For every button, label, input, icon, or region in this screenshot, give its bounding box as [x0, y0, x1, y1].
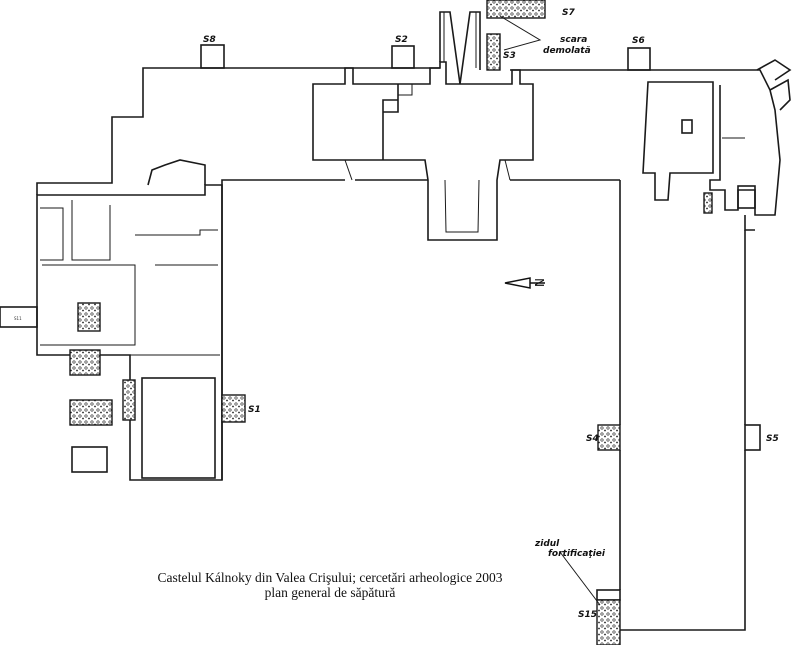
trench-west-s1a [69, 349, 101, 376]
north-arrow-icon: N [504, 277, 547, 289]
tiny-label: S11 [14, 316, 22, 321]
leader-scara [499, 15, 542, 51]
north-tower [439, 11, 481, 85]
trench-s3 [486, 33, 501, 71]
pier [681, 119, 693, 134]
label-s7: S7 [562, 8, 575, 18]
label-s1: S1 [248, 405, 261, 415]
inner-wall-north [221, 179, 345, 480]
leader-zidul [559, 551, 601, 606]
trench-s5 [744, 424, 761, 451]
west-room-walls [71, 200, 111, 261]
label-fortificatiei: fortificaţiei [548, 549, 606, 559]
west-room-walls [135, 229, 218, 236]
west-stair [122, 379, 136, 421]
label-s6: S6 [632, 36, 645, 46]
outer-wall-north [36, 67, 440, 195]
west-building [36, 184, 223, 481]
trench-s15-top [596, 589, 621, 601]
trench-west-s1c [71, 446, 108, 473]
label-demolata: demolată [543, 46, 591, 56]
label-s5: S5 [766, 434, 779, 444]
east-stair [703, 192, 713, 214]
east-building-large-room [642, 81, 714, 201]
trench-s15 [596, 599, 621, 645]
gate-inner-wall [383, 84, 413, 113]
east-tower-wing [756, 59, 792, 81]
label-zidul: zidul [534, 539, 560, 549]
label-scara: scara [560, 35, 587, 45]
buttress-line [344, 159, 353, 181]
west-room-walls [40, 207, 64, 261]
trench-s1 [221, 394, 246, 423]
west-room-walls [40, 264, 136, 346]
label-s2: S2 [395, 35, 408, 45]
east-annex-wall [744, 215, 755, 231]
west-hall [141, 377, 216, 479]
label-s15: S15 [578, 610, 597, 620]
trench-s2 [391, 45, 415, 69]
trench-s8 [200, 44, 225, 69]
label-s8: S8 [203, 35, 216, 45]
trench-s7 [486, 0, 546, 19]
buttress-line [504, 159, 511, 181]
label-s3: S3 [503, 51, 516, 61]
caption-subtitle: plan general de săpătură [264, 585, 396, 600]
fortification-wall-outer-south [620, 450, 746, 631]
caption-title: Castelul Kálnoky din Valea Crişului; cer… [157, 570, 503, 585]
east-annex [737, 185, 756, 209]
label-s4: S4 [586, 434, 599, 444]
west-stair-tower [147, 159, 206, 186]
trench-west-inner [77, 302, 101, 332]
trench-s4 [597, 424, 621, 451]
north-label: N [533, 278, 547, 287]
trench-s6 [627, 47, 651, 71]
trench-west-s1b [69, 399, 113, 426]
gate-passage [444, 179, 480, 233]
east-tower-wing [769, 78, 791, 111]
central-gate-building [312, 61, 534, 241]
trench-west-outer [0, 306, 38, 328]
east-building-rooms [640, 69, 781, 216]
